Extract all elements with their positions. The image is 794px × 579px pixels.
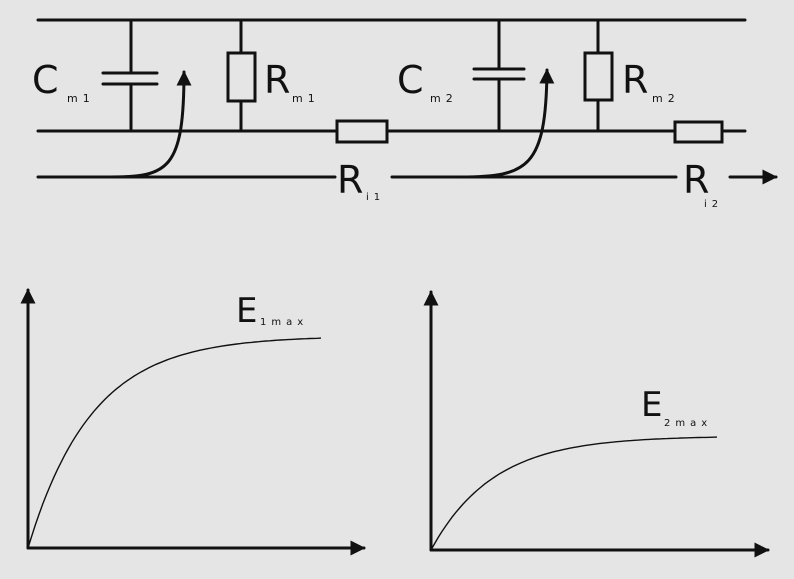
- e1max-label: E: [236, 291, 257, 331]
- ri1-subscript: i1: [366, 192, 385, 203]
- curve-e2: [430, 436, 718, 551]
- cm2-subscript: m2: [430, 92, 458, 105]
- capacitor-cm2: [472, 18, 526, 133]
- resistor-rm2: [583, 18, 614, 133]
- resistor-ri2: [673, 120, 724, 144]
- resistor-ri1: [335, 119, 389, 144]
- capacitor-cm1: [101, 18, 159, 133]
- rm1-label: R: [264, 58, 290, 102]
- e1max-subscript: 1max: [260, 317, 308, 328]
- e2max-label: E: [641, 385, 662, 425]
- current-arrow-1: [108, 70, 192, 179]
- curve-e1: [27, 337, 322, 549]
- ri1-label: R: [337, 158, 363, 202]
- ri2-subscript: i2: [704, 199, 723, 210]
- cm1-label: C: [32, 58, 59, 102]
- resistor-rm1: [226, 18, 257, 133]
- rm2-subscript: m2: [652, 92, 680, 105]
- cm1-subscript: m1: [67, 92, 95, 105]
- graph-1: E 1max: [20, 288, 366, 556]
- current-arrow-2: [458, 68, 555, 179]
- ri2-label: R: [683, 158, 709, 202]
- graph-2: E 2max: [423, 290, 770, 558]
- rm1-subscript: m1: [292, 92, 320, 105]
- e2max-subscript: 2max: [664, 418, 712, 429]
- rm2-label: R: [622, 58, 648, 102]
- cm2-label: C: [397, 58, 424, 102]
